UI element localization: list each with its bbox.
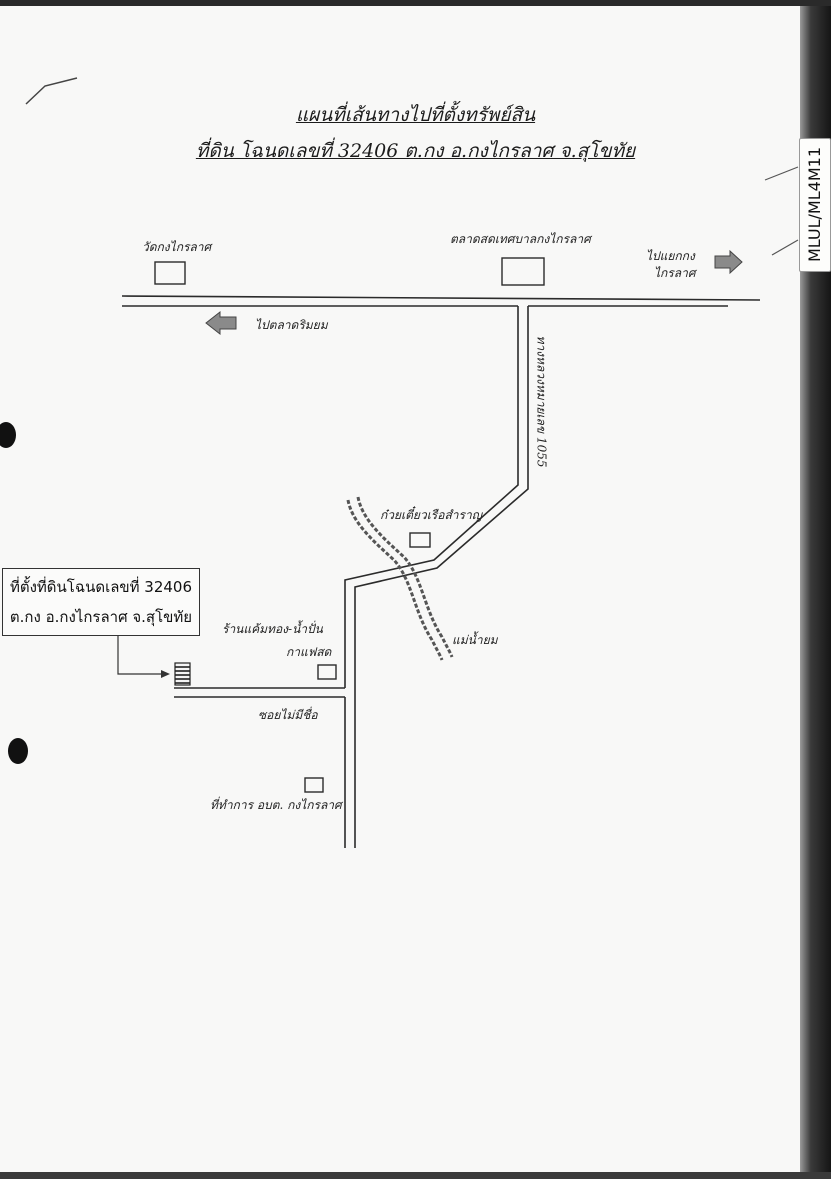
noodle-shop-label: ก๋วยเตี๋ยวเรือสำราญ xyxy=(380,508,482,522)
temple-box xyxy=(154,261,186,285)
callout-line-1: ที่ตั้งที่ดินโฉนดเลขที่ 32406 xyxy=(9,578,193,596)
arrow-left-icon xyxy=(205,310,237,336)
tab-pointer-line-2 xyxy=(771,239,799,256)
river-label: แม่น้ำยม xyxy=(452,633,498,647)
cafe-label-2: กาแฟสด xyxy=(286,645,332,659)
noodle-shop-box xyxy=(409,532,431,548)
to-junction-label-1: ไปแยกกง xyxy=(646,249,695,263)
land-location-callout: ที่ตั้งที่ดินโฉนดเลขที่ 32406 ต.กง อ.กงไ… xyxy=(2,568,200,636)
highway-right-edge xyxy=(354,306,529,848)
callout-leader-arrowhead xyxy=(161,670,170,678)
office-label: ที่ทำการ อบต. กงไกรลาศ xyxy=(210,798,342,812)
highway-left-edge xyxy=(344,306,519,688)
tab-pointer-line-1 xyxy=(764,166,799,181)
pen-tick-mark xyxy=(25,77,78,105)
punch-hole-top xyxy=(0,422,16,448)
river-right-bank xyxy=(356,496,454,658)
highway-label: ทางหลวงหมายเลข 1055 xyxy=(534,335,549,468)
page-top-edge xyxy=(0,0,831,6)
cafe-label-1: ร้านแค้มทอง-น้ำปั่น xyxy=(222,622,323,636)
land-parcel-marker xyxy=(174,662,191,686)
office-box xyxy=(304,777,324,793)
river-left-bank xyxy=(346,499,444,661)
map-title: แผนที่เส้นทางไปที่ตั้งทรัพย์สิน xyxy=(295,104,536,126)
cafe-box xyxy=(317,664,337,680)
callout-leader-line xyxy=(117,634,162,675)
page-bottom-edge xyxy=(0,1172,831,1179)
callout-line-2: ต.กง อ.กงไกรลาศ จ.สุโขทัย xyxy=(9,608,193,626)
to-market-label: ไปตลาดริมยม xyxy=(255,318,328,332)
market-label: ตลาดสดเทศบาลกงไกรลาศ xyxy=(450,232,591,246)
map-subtitle: ที่ดิน โฉนดเลขที่ 32406 ต.กง อ.กงไกรลาศ … xyxy=(195,140,636,162)
market-box xyxy=(501,257,545,286)
soi-label: ซอยไม่มีชื่อ xyxy=(258,708,318,722)
to-junction-label-2: ไกรลาศ xyxy=(654,266,696,280)
temple-label: วัดกงไกรลาศ xyxy=(142,240,212,254)
main-road-top-edge xyxy=(121,295,761,301)
arrow-right-icon xyxy=(714,249,743,275)
punch-hole-bottom xyxy=(8,738,28,764)
